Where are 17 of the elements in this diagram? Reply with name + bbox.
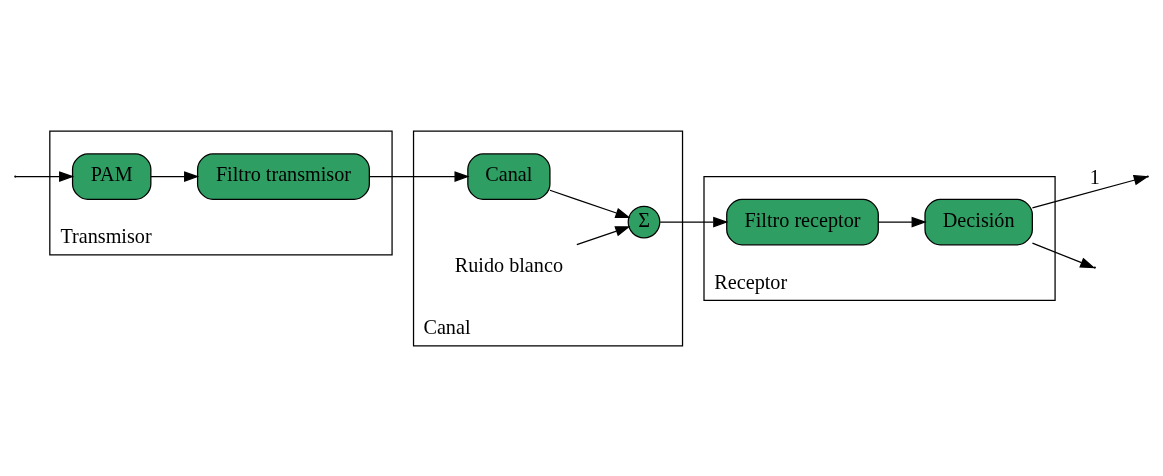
arrow — [549, 189, 631, 218]
edge-label: 1 — [1089, 165, 1100, 188]
arrow — [369, 170, 470, 182]
node-box: PAM — [71, 152, 152, 200]
node-box: Filtro transmisor — [196, 152, 370, 200]
arrow — [150, 170, 200, 182]
arrow — [659, 216, 729, 227]
node-text: Ruido blanco — [454, 253, 563, 276]
arrow — [15, 170, 75, 182]
node-circle: Σ — [627, 205, 661, 238]
node-box: Canal — [467, 152, 551, 200]
arrow — [576, 225, 631, 245]
node-box: Decisión — [924, 198, 1033, 245]
node-box: Filtro receptor — [726, 198, 879, 245]
arrow — [1031, 174, 1149, 208]
arrow — [1031, 241, 1096, 268]
arrow — [877, 216, 927, 227]
